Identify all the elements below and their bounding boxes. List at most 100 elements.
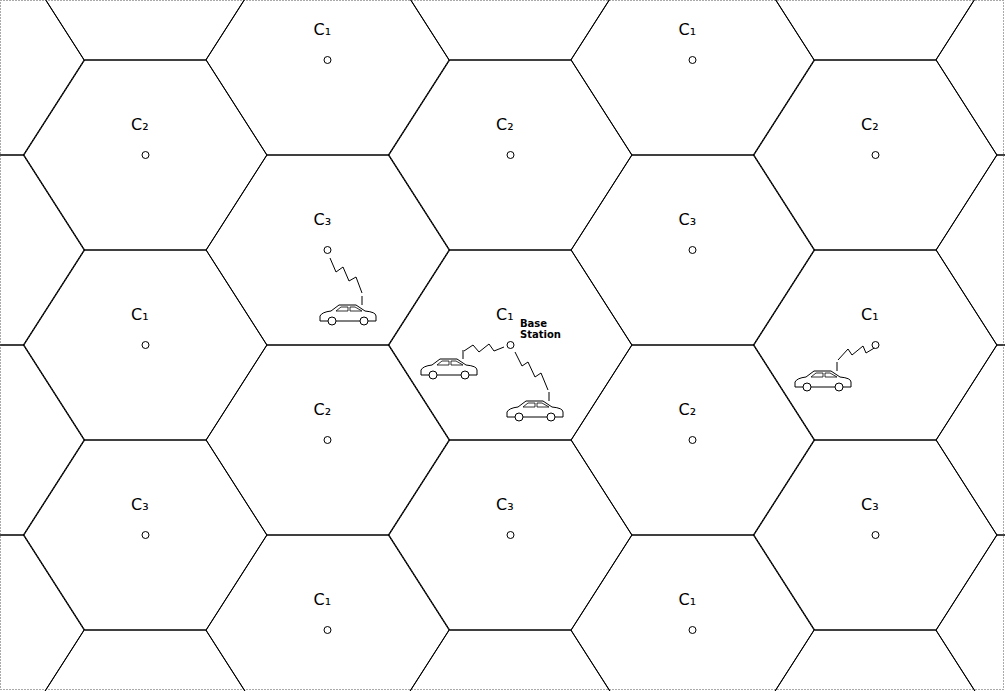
base-station-dot [872, 342, 879, 349]
cell-label: C₂ [131, 115, 149, 134]
base-station-dot [142, 152, 149, 159]
cell-label: C₃ [496, 495, 514, 514]
cell-label: C₁ [314, 590, 332, 609]
hexagon-outline [389, 250, 632, 440]
cell-border [206, 155, 449, 345]
label-holder: C₃ [131, 495, 149, 514]
cell-hexagon: C₁ [754, 250, 997, 440]
car-icon [507, 392, 563, 421]
label-holder: C₂ [679, 400, 697, 419]
base-station-dot [324, 437, 331, 444]
cell-label: C₃ [679, 210, 697, 229]
label-holder: Base Station [520, 318, 568, 342]
base-station-dot [142, 532, 149, 539]
cell-hexagon: C₁ [206, 535, 449, 691]
hexagon-outline [389, 440, 632, 630]
hexagon-outline [754, 250, 997, 440]
cell-hexagon: C₁ [206, 0, 449, 155]
hexagon-outline [571, 345, 814, 535]
cell-hexagon: C₁ Base Station [389, 250, 632, 440]
cell-border [389, 440, 632, 630]
hexagon-outline [389, 60, 632, 250]
cell-hexagon: C₃ [206, 155, 449, 345]
cell-border [754, 250, 997, 440]
cell-label: C₁ [861, 305, 879, 324]
cell-label: C₁ [314, 20, 332, 39]
base-station-dot [872, 532, 879, 539]
base-station-dot [872, 152, 879, 159]
cell-hexagon: C₃ [571, 155, 814, 345]
cell-border [206, 535, 449, 691]
hexagon-outline [571, 535, 814, 691]
cell-label: C₃ [314, 210, 332, 229]
cell-border [206, 345, 449, 535]
cell-label: C₂ [861, 115, 879, 134]
label-holder: C₂ [496, 115, 514, 134]
car-icon [320, 296, 376, 325]
label-holder: C₁ [679, 590, 697, 609]
cell-label: C₃ [861, 495, 879, 514]
cell-hexagon: C₃ [24, 440, 267, 630]
car-icon [421, 350, 477, 379]
car-icon [795, 362, 851, 391]
base-station-dot [324, 627, 331, 634]
hexagon-outline [754, 440, 997, 630]
cell-hexagon: C₂ [389, 60, 632, 250]
label-holder: C₃ [679, 210, 697, 229]
hexagon-outline [24, 250, 267, 440]
cell-border [389, 60, 632, 250]
base-station-dot [689, 627, 696, 634]
hexagon-outline [24, 60, 267, 250]
hexagon-outline [571, 155, 814, 345]
hexagon-outline [24, 440, 267, 630]
base-station-dot [507, 342, 514, 349]
base-station-dot [507, 152, 514, 159]
label-holder: C₁ [314, 590, 332, 609]
label-holder: C₂ [314, 400, 332, 419]
cell-border [571, 345, 814, 535]
label-holder: C₁ [496, 305, 514, 324]
label-holder: C₂ [861, 115, 879, 134]
cell-border [754, 440, 997, 630]
hexagon-outline [206, 345, 449, 535]
label-holder: C₂ [131, 115, 149, 134]
hexagon-outline [754, 60, 997, 250]
cell-label: C₁ [679, 590, 697, 609]
cell-label: C₁ [496, 305, 514, 324]
cell-label: C₂ [496, 115, 514, 134]
cell-border [24, 440, 267, 630]
hexagon-outline [206, 535, 449, 691]
cell-label: C₃ [131, 495, 149, 514]
base-station-dot [324, 247, 331, 254]
cell-border [206, 0, 449, 155]
base-station-dot [689, 247, 696, 254]
label-holder: C₁ [314, 20, 332, 39]
cell-hexagon: C₁ [571, 535, 814, 691]
label-holder: C₁ [861, 305, 879, 324]
station-label: Base Station [520, 318, 568, 340]
cell-hexagon: C₂ [24, 60, 267, 250]
cell-border [389, 250, 632, 440]
cell-hexagon: C₁ [24, 250, 267, 440]
base-station-dot [142, 342, 149, 349]
base-station-dot [507, 532, 514, 539]
base-station-dot [689, 57, 696, 64]
cell-border [571, 535, 814, 691]
cell-label: C₂ [314, 400, 332, 419]
cell-border [571, 155, 814, 345]
cell-hexagon: C₂ [754, 60, 997, 250]
radio-links [330, 258, 876, 390]
cell-hexagon: C₃ [389, 440, 632, 630]
label-holder: C₁ [131, 305, 149, 324]
cell-hexagon: C₃ [754, 440, 997, 630]
cell-label: C₂ [679, 400, 697, 419]
base-station-dot [689, 437, 696, 444]
label-holder: C₃ [861, 495, 879, 514]
base-station-dot [324, 57, 331, 64]
label-holder: C₁ [679, 20, 697, 39]
